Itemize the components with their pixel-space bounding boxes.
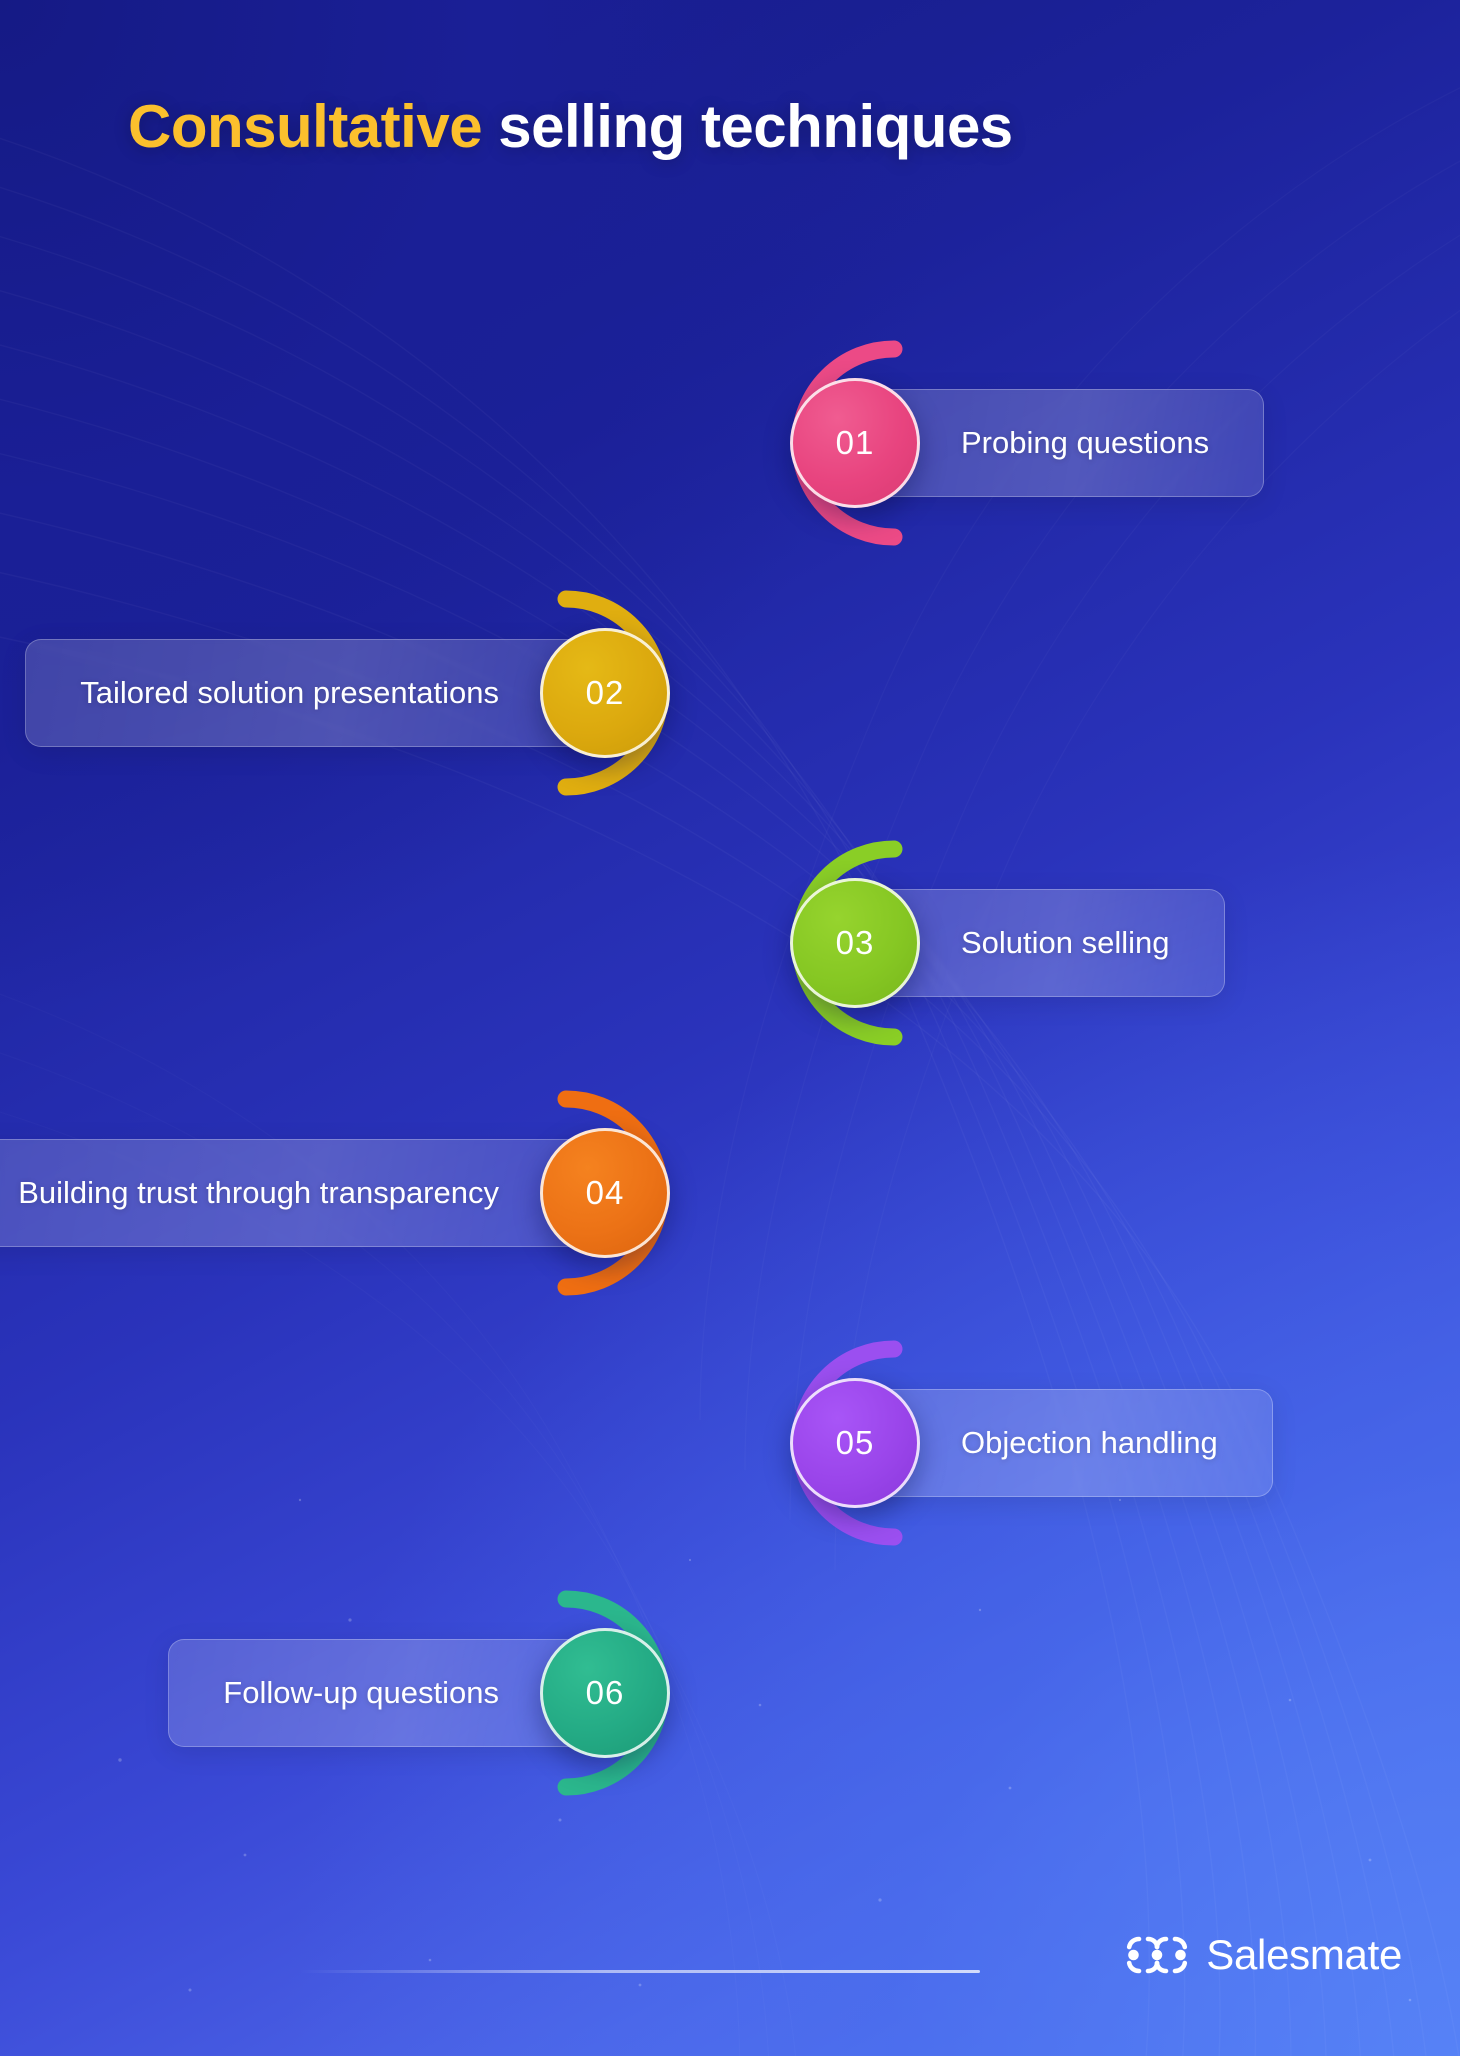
step-pill[interactable]: Building trust through transparency [0, 1139, 605, 1247]
step-bubble[interactable]: 05 [790, 1378, 920, 1508]
footer: Salesmate [0, 1886, 1460, 2056]
step-item[interactable]: 01 Probing questions [0, 318, 1460, 568]
step-pill[interactable]: Follow-up questions [168, 1639, 605, 1747]
step-label: Follow-up questions [223, 1675, 499, 1710]
salesmate-logo-icon [1127, 1936, 1188, 1974]
page-title: Consultative selling techniques [128, 92, 1013, 161]
brand-name: Salesmate [1206, 1931, 1402, 1978]
footer-divider [300, 1970, 980, 1973]
step-item[interactable]: 05 Objection handling [0, 1318, 1460, 1568]
step-pill[interactable]: Tailored solution presentations [25, 639, 605, 747]
step-number: 04 [585, 1174, 625, 1211]
step-number: 05 [835, 1424, 875, 1461]
step-bubble[interactable]: 02 [540, 628, 670, 758]
step-label: Solution selling [961, 925, 1170, 960]
step-item[interactable]: 06 Follow-up questions [0, 1568, 1460, 1818]
step-item[interactable]: 03 Solution selling [0, 818, 1460, 1068]
step-bubble[interactable]: 06 [540, 1628, 670, 1758]
step-label: Tailored solution presentations [80, 675, 499, 710]
page-title-rest: selling techniques [482, 93, 1013, 160]
step-bubble[interactable]: 01 [790, 378, 920, 508]
brand-logo[interactable]: Salesmate [1126, 1931, 1402, 1979]
step-pill[interactable]: Objection handling [855, 1389, 1273, 1497]
step-number: 03 [835, 924, 875, 961]
step-number: 06 [585, 1674, 625, 1711]
step-number: 02 [585, 674, 625, 711]
step-bubble[interactable]: 03 [790, 878, 920, 1008]
step-pill[interactable]: Probing questions [855, 389, 1265, 497]
step-item[interactable]: 02 Tailored solution presentations [0, 568, 1460, 818]
step-number: 01 [835, 424, 875, 461]
page-title-accent: Consultative [128, 93, 483, 160]
step-label: Probing questions [961, 425, 1210, 460]
step-label: Objection handling [961, 1425, 1218, 1460]
step-item[interactable]: 04 Building trust through transparency [0, 1068, 1460, 1318]
step-label: Building trust through transparency [18, 1175, 499, 1210]
steps-list: 01 Probing questions 02 Tailored solutio… [0, 318, 1460, 1818]
step-bubble[interactable]: 04 [540, 1128, 670, 1258]
